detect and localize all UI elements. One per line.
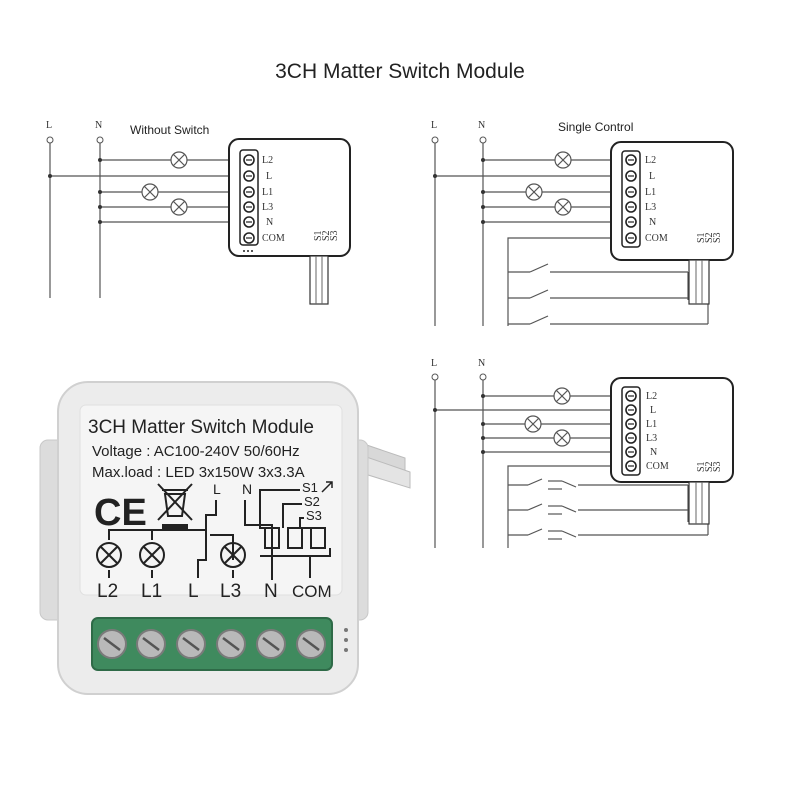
terminal-label: COM <box>262 233 285 244</box>
terminal-label: L2 <box>646 391 657 402</box>
product-module-photo: 3CH Matter Switch Module Voltage : AC100… <box>39 381 411 695</box>
line-l-label: L <box>46 120 52 131</box>
label-bottom-l1: L1 <box>141 581 162 602</box>
lamp-icon <box>554 198 572 216</box>
svg-text:S2: S2 <box>704 461 715 472</box>
lamp-icon <box>553 429 571 447</box>
product-voltage: Voltage : AC100-240V 50/60Hz <box>92 443 300 460</box>
switch-terminal-labels: S1 S2 S3 <box>313 230 340 241</box>
terminal-label: L3 <box>646 433 657 444</box>
diagram-single-control: Single Control L N L2 L L1 L3 N COM <box>431 120 734 326</box>
terminal-label: L2 <box>262 155 273 166</box>
diagram-caption: Single Control <box>558 120 633 134</box>
terminal-label: N <box>266 217 273 228</box>
label-bottom-l2: L2 <box>97 581 118 602</box>
lamp-icon <box>170 198 188 216</box>
switch-terminal-labels: S1 S2 S3 <box>696 461 723 472</box>
terminal-label: L3 <box>645 202 656 213</box>
terminal-label: COM <box>645 233 668 244</box>
terminal-label: L2 <box>645 155 656 166</box>
svg-text:S1: S1 <box>696 232 707 243</box>
svg-text:S3: S3 <box>712 461 723 472</box>
lamp-icon <box>524 415 542 433</box>
terminal-label: L1 <box>262 187 273 198</box>
terminal-label: COM <box>646 461 669 472</box>
svg-text:S2: S2 <box>321 230 332 241</box>
label-s3: S3 <box>306 508 322 523</box>
module-box <box>228 138 351 257</box>
weee-bin-icon <box>157 483 193 529</box>
diagram-without-switch: Without Switch L N L2 L L1 L3 N COM S1 <box>46 120 351 305</box>
page-title: 3CH Matter Switch Module <box>275 60 525 83</box>
label-bottom-n: N <box>264 581 278 602</box>
label-s2: S2 <box>304 494 320 509</box>
terminal-label: N <box>650 447 657 458</box>
terminal-label: L <box>650 405 656 416</box>
switch-terminal-labels: S1 S2 S3 <box>696 232 723 243</box>
label-s1: S1 <box>302 480 318 495</box>
line-l-label: L <box>431 120 437 131</box>
lamp-icon <box>170 151 188 169</box>
line-n-label: N <box>95 120 102 131</box>
terminal-label: L <box>649 171 655 182</box>
svg-text:S2: S2 <box>704 232 715 243</box>
terminal-screws <box>97 629 326 659</box>
label-top-l: L <box>213 481 221 497</box>
lamp-icon <box>525 183 543 201</box>
terminal-label: L1 <box>645 187 656 198</box>
switch-lead-wires <box>309 255 329 305</box>
line-n-label: N <box>478 358 485 369</box>
lamp-icon <box>141 183 159 201</box>
line-l-label: L <box>431 358 437 369</box>
line-n-label: N <box>478 120 485 131</box>
ce-mark: CE <box>94 492 147 534</box>
product-name: 3CH Matter Switch Module <box>88 417 314 438</box>
svg-text:S3: S3 <box>712 232 723 243</box>
label-bottom-l: L <box>188 581 199 602</box>
lamp-icon <box>553 387 571 405</box>
diagram-caption: Without Switch <box>130 123 209 137</box>
line-l-terminal <box>46 136 54 144</box>
line-n-terminal <box>96 136 104 144</box>
label-bottom-l3: L3 <box>220 581 241 602</box>
product-maxload: Max.load : LED 3x150W 3x3.3A <box>92 464 305 481</box>
terminal-label: N <box>649 217 656 228</box>
svg-text:S3: S3 <box>329 230 340 241</box>
terminal-label: L3 <box>262 202 273 213</box>
svg-text:S1: S1 <box>313 230 324 241</box>
lamp-icon <box>220 542 246 568</box>
lamp-icon <box>96 542 122 568</box>
lamp-icon <box>139 542 165 568</box>
svg-text:S1: S1 <box>696 461 707 472</box>
terminal-label: L1 <box>646 419 657 430</box>
label-top-n: N <box>242 481 252 497</box>
diagram-dual-control: L N L2 L L1 L3 N COM <box>431 358 734 548</box>
lamp-icon <box>554 151 572 169</box>
terminal-label: L <box>266 171 272 182</box>
label-bottom-com: COM <box>292 582 332 601</box>
